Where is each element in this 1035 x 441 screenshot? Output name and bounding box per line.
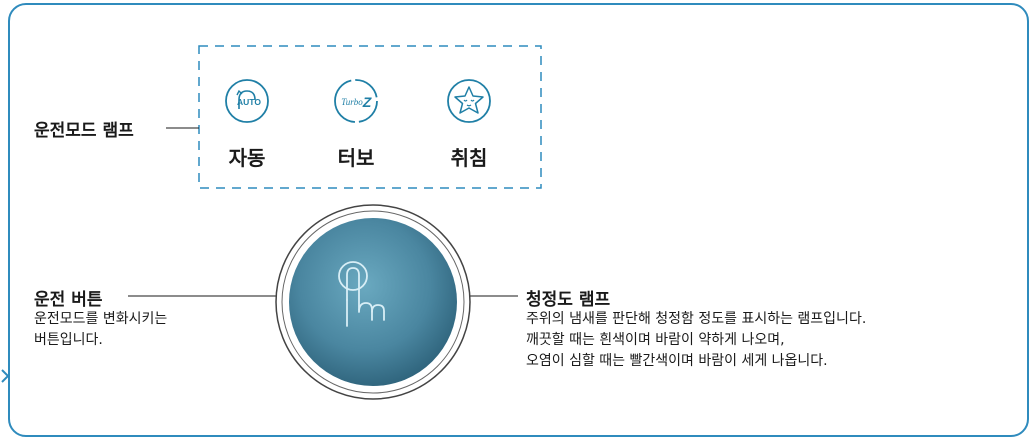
clean-lamp-desc-line: 깨끗할 때는 흰색이며 바람이 약하게 나오며,: [526, 332, 785, 348]
run-button-desc-line: 운전모드를 변화시키는: [34, 311, 168, 327]
clean-lamp-desc-line: 오염이 심할 때는 빨간색이며 바람이 세게 나옵니다.: [526, 353, 828, 369]
mode-lamp-dashed-box: [198, 45, 542, 189]
sleep-star-icon: [447, 79, 491, 123]
clean-lamp-title: 청정도 램프: [526, 290, 611, 310]
svg-text:Z: Z: [362, 94, 372, 110]
auto-icon: AUTO: [225, 79, 269, 123]
touch-finger-icon: [338, 261, 385, 327]
svg-text:Turbo: Turbo: [341, 97, 363, 107]
run-button-desc: 운전모드를 변화시키는 버튼입니다.: [34, 309, 167, 351]
run-button: [289, 218, 457, 386]
frame-corner-arrow-icon: [1, 369, 10, 383]
svg-text:AUTO: AUTO: [237, 97, 261, 107]
clean-lamp-desc-line: 주위의 냄새를 판단해 청정함 정도를 표시하는 램프입니다.: [526, 311, 867, 327]
turbo-z-icon: Turbo Z: [334, 79, 378, 123]
mode-name-turbo: 터보: [337, 146, 375, 170]
mode-name-auto: 자동: [228, 146, 266, 170]
run-button-title: 운전 버튼: [34, 290, 103, 310]
diagram-frame: [8, 3, 1029, 437]
mode-name-sleep: 취침: [450, 146, 488, 170]
clean-lamp-desc: 주위의 냄새를 판단해 청정함 정도를 표시하는 램프입니다. 깨끗할 때는 흰…: [526, 309, 866, 372]
mode-lamp-label: 운전모드 램프: [34, 121, 134, 141]
run-button-desc-line: 버튼입니다.: [34, 332, 103, 348]
